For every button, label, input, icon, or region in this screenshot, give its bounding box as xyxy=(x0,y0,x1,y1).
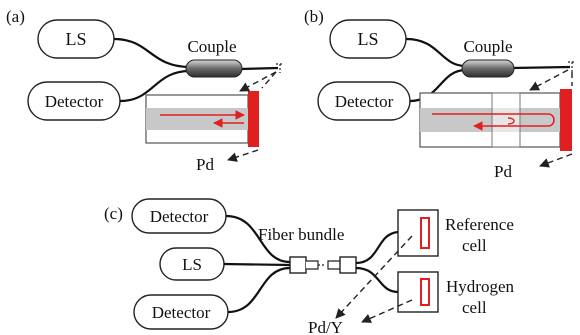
panel-b-cell-window xyxy=(491,92,521,148)
panel-c-fiber-detector-bottom xyxy=(227,266,291,314)
panel-b-fiber-out xyxy=(511,65,571,70)
panel-a-tag: (a) xyxy=(6,7,25,26)
panel-a-detector-label: Detector xyxy=(45,92,104,111)
panel-c-hydrogen-pointer xyxy=(361,299,413,323)
panel-c-detector-bottom-label: Detector xyxy=(152,303,211,322)
panel-a-pd-film xyxy=(248,91,259,147)
panel-a-fiber-ls xyxy=(113,37,191,69)
panel-b-pd-pointer xyxy=(539,153,573,168)
panel-c-hydrogen-sensor xyxy=(420,278,430,306)
panel-c-connector-left-ferrule xyxy=(306,260,319,270)
panel-c-fiber-ls xyxy=(223,262,291,267)
panel-a-fiber-tip xyxy=(276,63,283,73)
panel-c-reference-sensor xyxy=(420,217,430,249)
panel-c-connector-left xyxy=(289,256,307,274)
panel-b-fiber-ls xyxy=(405,37,467,68)
panel-c-hydrogen-label-1: Hydrogen xyxy=(446,277,514,296)
panel-c-bundle-label: Fiber bundle xyxy=(258,225,344,244)
panel-b-zoom-line-top xyxy=(529,69,569,91)
panel-b-inner-loop xyxy=(507,117,515,125)
panel-a-fiber-detector xyxy=(119,69,191,103)
panel-c-fiber-to-hydrogen xyxy=(355,266,399,294)
panel-b-coupler xyxy=(461,59,515,78)
panel-b-coupler-label: Couple xyxy=(463,37,512,56)
panel-b-outer-loop xyxy=(432,113,555,127)
panel-a-pd-pointer xyxy=(227,149,259,162)
panel-c-ls-label: LS xyxy=(182,255,202,274)
panel-c-fiber-detector-top xyxy=(225,214,291,264)
panel-b-tag: (b) xyxy=(304,7,324,26)
panel-a-ls-label: LS xyxy=(65,29,86,49)
panel-c-fiber-to-reference xyxy=(355,230,399,265)
panel-a-zoom-line-mid xyxy=(261,71,277,89)
panel-b-fiber-tip xyxy=(568,61,575,72)
panel-c-reference-cell xyxy=(397,209,439,257)
panel-a-cell-core xyxy=(146,108,248,130)
panel-c-hydrogen-cell xyxy=(397,271,439,313)
panel-c-detector-top-label: Detector xyxy=(150,207,209,226)
panel-b-detector-label: Detector xyxy=(335,92,394,111)
panel-c-tag: (c) xyxy=(104,204,123,223)
panel-b-cell-core xyxy=(420,108,560,132)
panel-c: (c) Detector LS Detector Fiber bundle Re… xyxy=(104,198,514,335)
panel-c-reference-label-1: Reference xyxy=(445,215,514,234)
panel-b: (b) LS Detector Couple Pd xyxy=(304,7,575,181)
panel-c-pdy-label: Pd/Y xyxy=(308,318,343,335)
panel-b-pd-label: Pd xyxy=(494,162,512,181)
panel-c-hydrogen-label-2: cell xyxy=(462,298,487,317)
panel-b-pd-film xyxy=(560,89,572,151)
panel-c-connector-right-ferrule xyxy=(327,260,340,270)
panel-a-coupler-label: Couple xyxy=(187,37,236,56)
panel-b-ls-label: LS xyxy=(357,29,378,49)
panel-a-zoom-line-top xyxy=(239,71,277,92)
panel-a-pd-label: Pd xyxy=(196,155,214,174)
panel-c-reference-label-2: cell xyxy=(462,236,487,255)
panel-b-fiber-detector xyxy=(409,68,467,103)
panel-c-connector-right xyxy=(339,256,357,274)
panel-a: (a) LS Detector Couple Pd xyxy=(6,7,283,174)
panel-c-reference-pointer xyxy=(335,235,413,319)
panel-a-fiber-out xyxy=(239,66,279,71)
panel-a-coupler xyxy=(185,59,243,78)
